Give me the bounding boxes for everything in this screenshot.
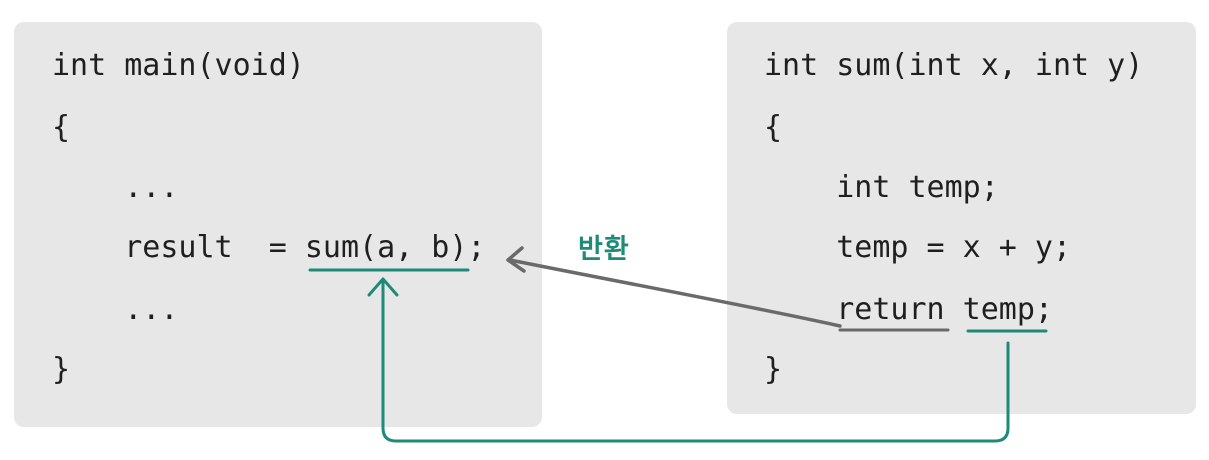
main-code-line-5: ...: [52, 292, 179, 327]
sum-code-line-3: int temp;: [764, 170, 999, 205]
return-label: 반환: [578, 234, 630, 265]
main-code-line-4: result = sum(a, b);: [52, 230, 486, 265]
main-code-line-6: }: [52, 352, 71, 387]
sum-code-line-5: return temp;: [764, 292, 1053, 327]
sum-code-line-4: temp = x + y;: [764, 230, 1072, 265]
sum-code-line-1: int sum(int x, int y): [764, 48, 1144, 83]
sum-code-line-2: {: [764, 110, 783, 145]
main-code-line-1: int main(void): [52, 48, 305, 83]
sum-code-line-6: }: [764, 352, 783, 387]
main-code-line-2: {: [52, 110, 71, 145]
main-code-line-3: ...: [52, 170, 179, 205]
